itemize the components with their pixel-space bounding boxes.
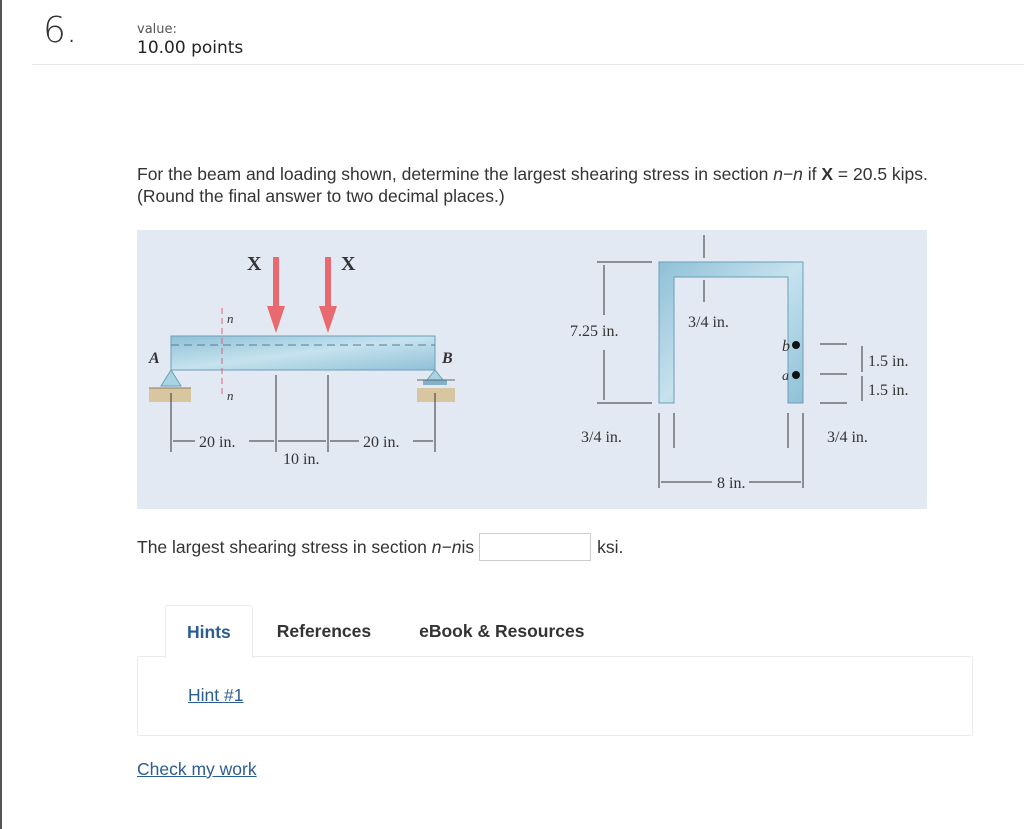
answer-row: The largest shearing stress in section n… (137, 533, 623, 561)
answer-label: The largest shearing stress in section (137, 536, 427, 557)
hint-1-link[interactable]: Hint #1 (188, 685, 244, 705)
points-value: 10.00 points (137, 38, 244, 58)
tab-references[interactable]: References (276, 621, 372, 641)
prompt-text-2: if (802, 164, 822, 184)
svg-text:3/4 in.: 3/4 in. (581, 429, 622, 446)
svg-text:8 in.: 8 in. (717, 475, 745, 492)
svg-text:20 in.: 20 in. (363, 434, 399, 451)
channel-section (658, 261, 804, 404)
svg-text:n: n (227, 388, 234, 403)
svg-text:X: X (341, 253, 356, 275)
prompt-variable: X (821, 164, 834, 184)
answer-section: n−n (431, 536, 462, 557)
question-prompt: For the beam and loading shown, determin… (137, 163, 928, 207)
value-label: value: (137, 22, 177, 37)
prompt-rounding-note: (Round the final answer to two decimal p… (137, 186, 505, 206)
svg-text:20 in.: 20 in. (199, 434, 235, 451)
svg-text:3/4 in.: 3/4 in. (827, 429, 868, 446)
tab-hints[interactable]: Hints (165, 605, 253, 658)
svg-text:X: X (247, 253, 262, 275)
svg-text:3/4 in.: 3/4 in. (688, 314, 729, 331)
prompt-text-3: = 20.5 kips. (833, 164, 928, 184)
svg-text:10 in.: 10 in. (283, 451, 319, 468)
svg-text:7.25 in.: 7.25 in. (570, 323, 618, 340)
svg-text:n: n (227, 311, 234, 326)
hints-panel: Hint #1 (137, 656, 973, 736)
check-my-work-link[interactable]: Check my work (137, 759, 257, 779)
svg-text:b: b (782, 338, 790, 355)
beam (170, 335, 436, 371)
answer-input[interactable] (479, 533, 592, 561)
question-number: 6. (43, 10, 78, 51)
beam-and-section-diagram: n n X X A B 20 in. 10 in. 20 in. (148, 235, 908, 492)
prompt-text: For the beam and loading shown, determin… (137, 164, 774, 184)
svg-text:B: B (441, 350, 453, 367)
tab-ebook-resources[interactable]: eBook & Resources (419, 621, 585, 641)
svg-text:1.5 in.: 1.5 in. (868, 382, 908, 399)
answer-is: is (461, 536, 475, 557)
resource-tabs: Hints References eBook & Resources (137, 605, 608, 658)
answer-unit: ksi. (597, 536, 624, 557)
prompt-section: n−n (773, 164, 803, 184)
left-border (0, 0, 2, 829)
svg-text:a: a (782, 369, 789, 384)
svg-text:A: A (148, 350, 160, 367)
header-divider (32, 64, 1024, 65)
problem-figure: n n X X A B 20 in. 10 in. 20 in. (137, 230, 927, 509)
svg-text:1.5 in.: 1.5 in. (868, 353, 908, 370)
